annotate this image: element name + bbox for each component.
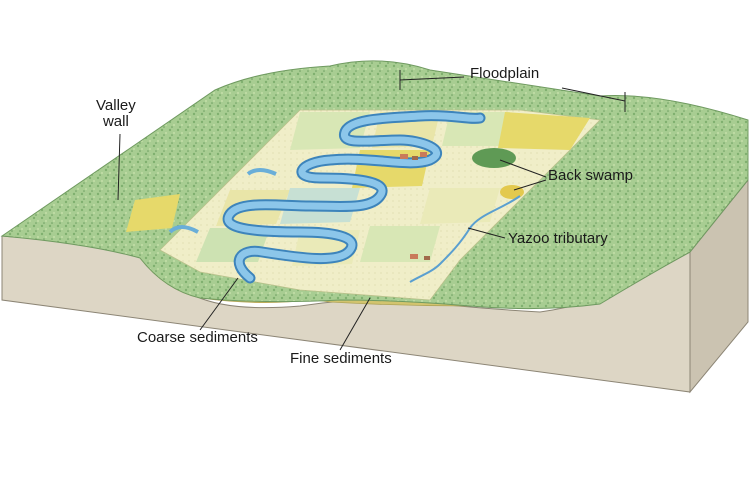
oxbow-lake [168,225,199,234]
valley-wall-label-line2: wall [102,112,129,130]
back-swamp [472,148,516,168]
floodplain-bracket [399,70,626,112]
callout-lines [117,133,547,351]
fine-callout [339,297,371,351]
floodplain-label: Floodplain [470,65,540,82]
valley-wall-callout [117,133,121,201]
valley-wall-label: Valley wall [96,98,136,130]
back-swamp-callout-2 [513,179,547,191]
yazoo-tributary-label: Yazoo tributary [508,230,608,247]
yazoo-tributary [409,195,521,283]
yazoo-callout [467,227,506,239]
settlement [400,152,430,260]
valley-wall-label-line1: Valley [96,97,136,114]
meandering-river-water [224,112,484,282]
coarse-sediments-label: Coarse sediments [137,329,258,346]
oxbow-lake [246,168,277,176]
back-swamp-callout [499,159,547,178]
fine-sediments-label: Fine sediments [290,350,392,367]
coarse-callout [199,277,239,331]
back-swamp-label: Back swamp [548,167,634,184]
